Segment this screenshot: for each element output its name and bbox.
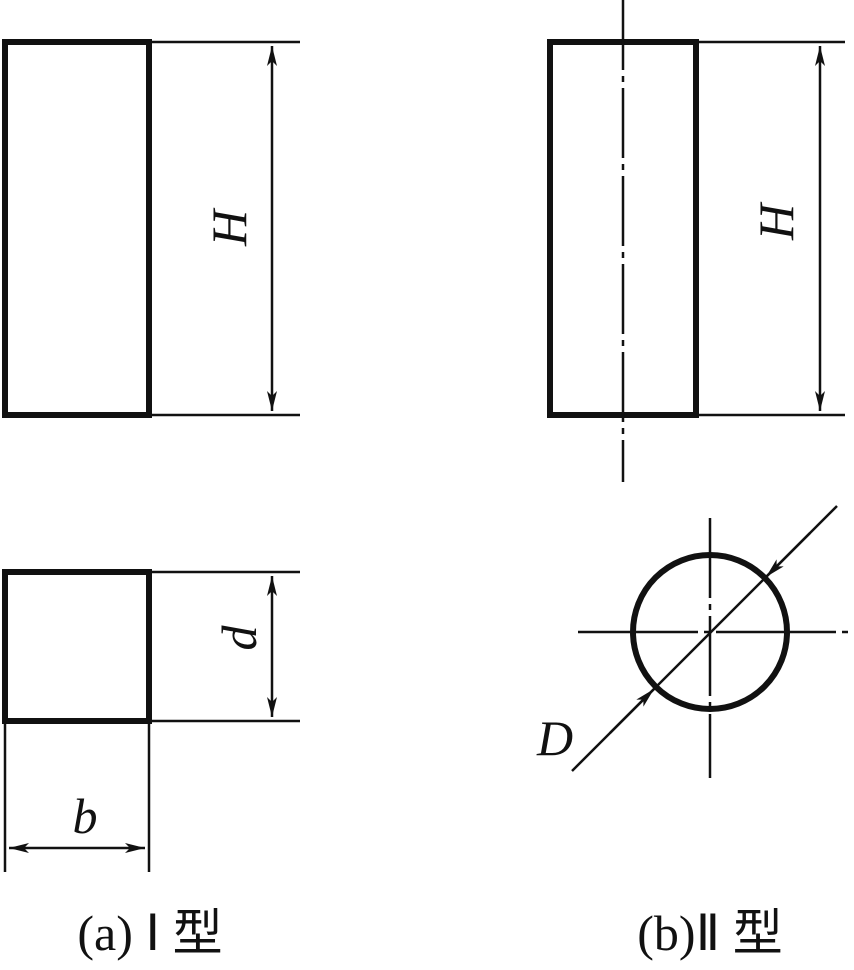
- height-label: H: [201, 207, 257, 247]
- diameter-label: D: [536, 710, 573, 766]
- height-label: H: [748, 201, 804, 241]
- type-b-front-view: H: [547, 0, 845, 482]
- type-a-front-rect: [2, 39, 152, 418]
- type-a-front-view: H: [2, 39, 300, 418]
- type-a-side-rect: [2, 569, 152, 724]
- caption-type-a: (a) Ⅰ 型: [77, 905, 222, 961]
- width-label: b: [73, 788, 98, 844]
- caption-type-b: (b)Ⅱ 型: [637, 905, 782, 961]
- diameter-arrow-lower: [609, 688, 655, 734]
- type-b-section-view: D: [536, 505, 854, 778]
- diameter-arrow-upper: [765, 532, 811, 578]
- depth-label: d: [211, 625, 267, 651]
- type-a-side-view: d b: [2, 569, 300, 872]
